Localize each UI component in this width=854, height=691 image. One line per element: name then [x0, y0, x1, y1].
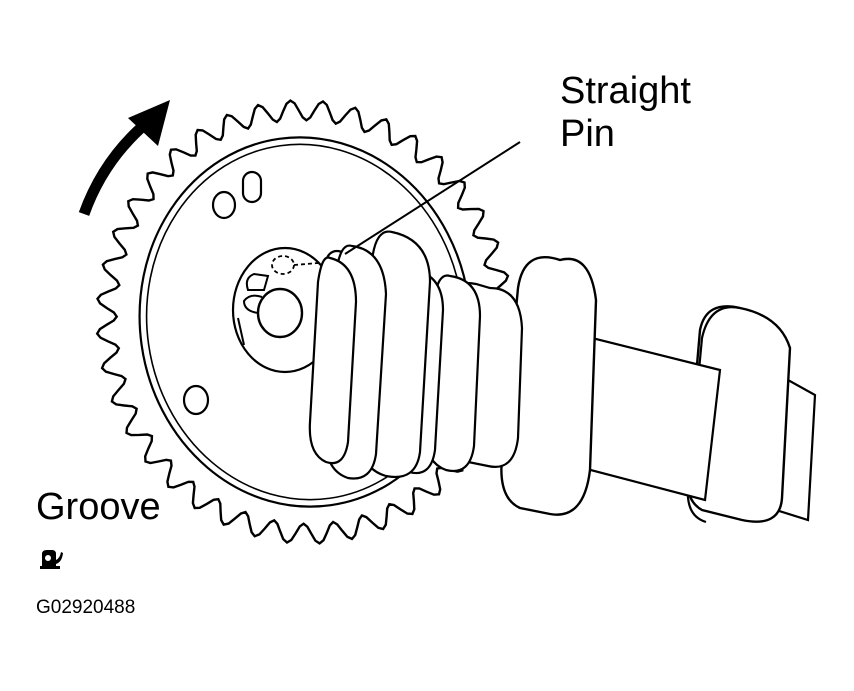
- figure-code: G02920488: [36, 597, 136, 618]
- groove-notch: [245, 272, 270, 291]
- threaded-section: [308, 230, 524, 480]
- sealant-icon: [40, 550, 63, 569]
- keyway: [242, 294, 263, 314]
- rear-journal: [686, 305, 792, 523]
- straight-pin-leader: [344, 141, 521, 255]
- straight-pin-label-line1: Straight: [560, 70, 691, 112]
- sprocket-hole-upper: [211, 190, 237, 220]
- straight-pin-label-line2: Pin: [560, 112, 615, 155]
- sprocket-slot: [241, 170, 263, 204]
- cam-collar: [500, 256, 598, 516]
- rotation-arrow-head: [128, 100, 170, 146]
- boss-edge: [237, 317, 245, 346]
- straight-pin-label: Straight Pin: [560, 70, 691, 155]
- sprocket-hole-lower: [182, 384, 210, 416]
- bolt-hole: [256, 287, 304, 339]
- groove-label: Groove: [36, 486, 161, 528]
